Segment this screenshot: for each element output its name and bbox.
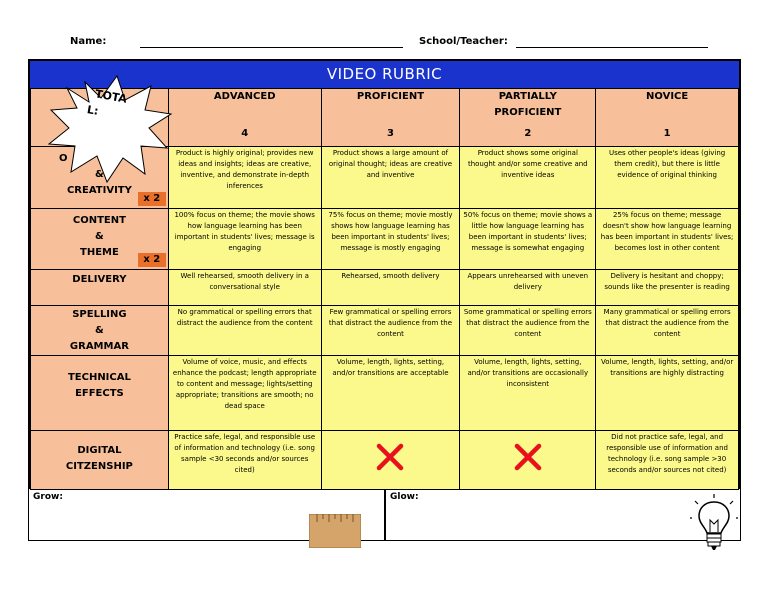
category-label: &	[95, 231, 104, 242]
category-technical-effects: TECHNICAL EFFECTS	[30, 355, 169, 431]
category-label: CONTENT	[72, 215, 126, 226]
level-score: 2	[524, 128, 532, 139]
table-row: TECHNICAL EFFECTS Volume of voice, music…	[30, 355, 739, 431]
grow-box[interactable]: Grow:	[28, 489, 385, 541]
category-content-theme: CONTENT & THEME x 2	[30, 208, 169, 270]
multiplier-badge: x 2	[137, 192, 166, 206]
level-score: 4	[241, 128, 249, 139]
level-label: PROFICIENT	[356, 91, 425, 102]
table-row: SPELLING & GRAMMAR No grammatical or spe…	[30, 305, 739, 356]
level-label: ADVANCED	[213, 91, 276, 102]
category-label: TECHNICAL	[67, 372, 131, 383]
category-label: &	[95, 325, 104, 336]
glow-box[interactable]: Glow:	[385, 489, 741, 541]
rubric-cell: Rehearsed, smooth delivery	[320, 269, 461, 306]
multiplier-badge: x 2	[137, 253, 166, 267]
name-line[interactable]	[140, 47, 403, 48]
rubric-cell: 50% focus on theme; movie shows a little…	[459, 208, 597, 270]
glow-label: Glow:	[390, 492, 419, 502]
category-spelling-grammar: SPELLING & GRAMMAR	[30, 305, 169, 356]
level-partially-proficient: PARTIALLY PROFICIENT 2	[459, 88, 597, 147]
category-label: CREATIVITY	[66, 185, 132, 196]
rubric-cell: No grammatical or spelling errors that d…	[167, 305, 322, 356]
ruler-icon	[309, 514, 361, 548]
category-digital-citizenship: DIGITAL CITZENSHIP	[30, 430, 169, 490]
name-label: Name:	[70, 36, 107, 47]
rubric-cell: Uses other people's ideas (giving them c…	[595, 146, 739, 209]
rubric-cell: 100% focus on theme; the movie shows how…	[167, 208, 322, 270]
rubric-cell: Volume of voice, music, and effects enha…	[167, 355, 322, 431]
category-delivery: DELIVERY	[30, 269, 169, 306]
level-score: 3	[387, 128, 394, 139]
rubric-cell-not-applicable	[320, 430, 461, 490]
level-advanced: ADVANCED 4	[167, 88, 322, 147]
rubric-cell: Appears unrehearsed with uneven delivery	[459, 269, 597, 306]
rubric-title: VIDEO RUBRIC	[30, 61, 739, 88]
total-label-line2: L:	[85, 103, 100, 118]
category-label: CITZENSHIP	[65, 461, 133, 472]
rubric-table: ADVANCED 4 PROFICIENT 3 PARTIALLY PROFIC…	[30, 88, 739, 490]
school-teacher-line[interactable]	[516, 47, 708, 48]
x-mark-icon	[377, 443, 404, 471]
category-label: SPELLING	[72, 309, 127, 320]
rubric-cell: Volume, length, lights, setting, and/or …	[595, 355, 739, 431]
category-label: DIGITAL	[77, 445, 122, 456]
level-novice: NOVICE 1	[595, 88, 739, 147]
category-label: &	[95, 169, 104, 180]
school-teacher-label: School/Teacher:	[419, 36, 508, 47]
rubric-cell: Some grammatical or spelling errors that…	[459, 305, 597, 356]
category-label: O	[59, 153, 68, 164]
x-mark-icon	[514, 443, 542, 471]
level-label: PARTIALLY	[498, 91, 557, 102]
table-row: DIGITAL CITZENSHIP Practice safe, legal,…	[30, 430, 739, 490]
level-label-line2: PROFICIENT	[494, 107, 562, 118]
rubric-cell: Well rehearsed, smooth delivery in a con…	[167, 269, 322, 306]
video-rubric: VIDEO RUBRIC ADVANCED 4 PROFICIENT 3 PAR…	[28, 59, 741, 490]
category-label: DELIVERY	[72, 274, 127, 285]
rubric-cell: Product shows a large amount of original…	[320, 146, 461, 209]
level-label: NOVICE	[645, 91, 689, 102]
table-row: DELIVERY Well rehearsed, smooth delivery…	[30, 269, 739, 306]
level-score: 1	[663, 128, 671, 139]
light-bulb-icon	[690, 494, 738, 550]
rubric-cell: Volume, length, lights, setting, and/or …	[459, 355, 597, 431]
level-proficient: PROFICIENT 3	[320, 88, 461, 147]
rubric-cell: Volume, length, lights, setting, and/or …	[320, 355, 461, 431]
category-label: EFFECTS	[75, 388, 124, 399]
rubric-cell-not-applicable	[459, 430, 597, 490]
rubric-cell: Product is highly original; provides new…	[167, 146, 322, 209]
rubric-cell: Delivery is hesitant and choppy; sounds …	[595, 269, 739, 306]
starburst-shape	[47, 74, 173, 184]
rubric-cell: Practice safe, legal, and responsible us…	[167, 430, 322, 490]
category-label: GRAMMAR	[69, 341, 129, 352]
grow-label: Grow:	[33, 492, 63, 502]
rubric-cell: Few grammatical or spelling errors that …	[320, 305, 461, 356]
total-starburst: TOTA L:	[45, 74, 175, 188]
rubric-cell: 75% focus on theme; movie mostly shows h…	[320, 208, 461, 270]
rubric-cell: Product shows some original thought and/…	[459, 146, 597, 209]
rubric-cell: 25% focus on theme; message doesn't show…	[595, 208, 739, 270]
rubric-cell: Did not practice safe, legal, and respon…	[595, 430, 739, 490]
category-label: THEME	[80, 247, 119, 258]
rubric-cell: Many grammatical or spelling errors that…	[595, 305, 739, 356]
table-row: CONTENT & THEME x 2 100% focus on theme;…	[30, 208, 739, 270]
